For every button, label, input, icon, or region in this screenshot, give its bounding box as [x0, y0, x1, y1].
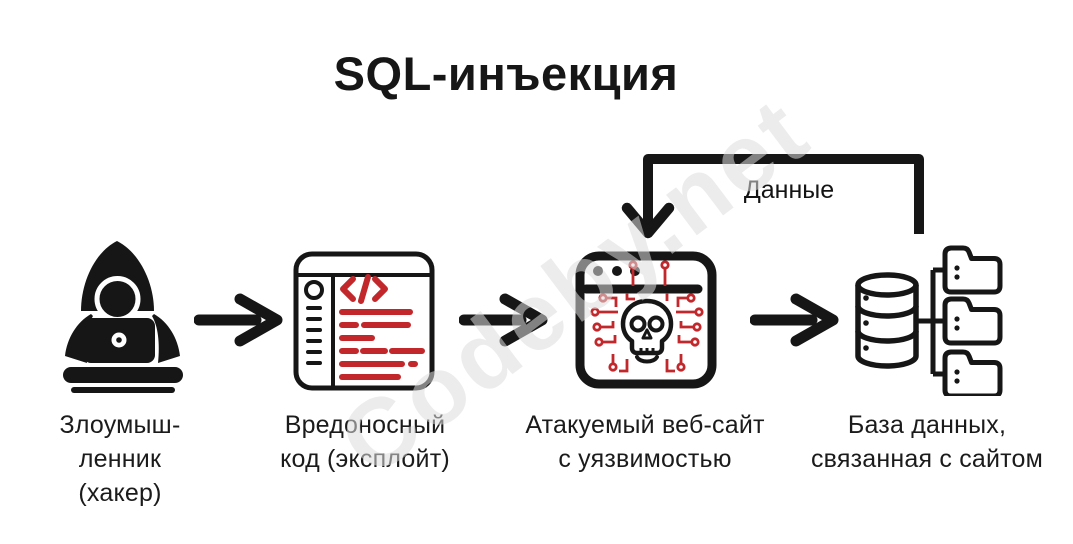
- desk-shadow: [71, 387, 175, 393]
- sidebar-circle: [304, 280, 324, 300]
- right-arm: [152, 314, 180, 363]
- database-with-folders-icon: [855, 245, 1003, 396]
- malicious-code-window-icon: [293, 251, 435, 391]
- database-label: База данных, связанная с сайтом: [810, 411, 1044, 473]
- diagram-title: SQL-инъекция: [333, 47, 679, 100]
- feedback-arrow-label: Данные: [743, 176, 835, 204]
- code-tag-icon: [340, 274, 388, 304]
- hacker-at-laptop-icon: [63, 241, 183, 393]
- line-number-dashes: [306, 306, 322, 365]
- folder-icon-1: [942, 245, 1003, 295]
- connector-lines: [916, 267, 945, 377]
- attacker-label: Злоумыш- ленник (хакер): [59, 411, 181, 507]
- hacker-figure: [63, 241, 183, 393]
- flow-arrow-1: [194, 293, 283, 347]
- flow-arrow-2: [459, 293, 548, 347]
- skull-icon: [620, 298, 674, 364]
- flow-arrow-3: [750, 293, 839, 347]
- desk: [63, 367, 183, 383]
- circuit-traces: [590, 260, 704, 373]
- red-code-lines: [339, 309, 425, 380]
- exploit-label: Вредоносный код (эксплойт): [280, 411, 450, 473]
- code-window: [293, 251, 435, 391]
- folder-icon-3: [942, 349, 1003, 396]
- down-arrowhead-icon: [621, 202, 675, 239]
- infected-browser-skull-icon: [575, 251, 717, 389]
- website-label: Атакуемый веб-сайт с уязвимостью: [525, 411, 765, 473]
- folder-icon-2: [942, 296, 1003, 346]
- database-cylinder: [855, 267, 945, 377]
